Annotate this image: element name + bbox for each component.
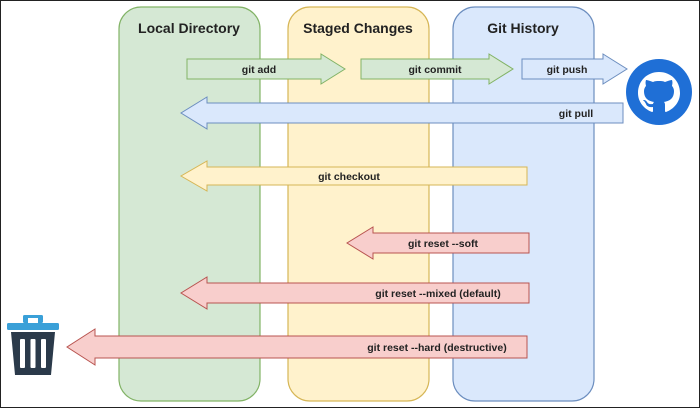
label-git-push: git push [547, 64, 588, 76]
label-git-checkout: git checkout [318, 171, 380, 183]
label-git-reset-soft: git reset --soft [408, 238, 479, 250]
label-git-reset-mixed: git reset --mixed (default) [375, 288, 500, 300]
column-title-staged-changes: Staged Changes [303, 20, 413, 36]
label-git-add: git add [242, 64, 276, 76]
arrow-git-pull [180, 96, 624, 130]
trash-icon [7, 315, 59, 375]
column-title-git-history: Git History [487, 20, 559, 36]
column-title-local-directory: Local Directory [138, 20, 240, 36]
arrow-git-reset-mixed [180, 276, 530, 310]
arrow-git-commit [360, 53, 514, 85]
arrow-git-add [186, 53, 346, 85]
github-icon [626, 59, 692, 125]
label-git-pull: git pull [559, 108, 593, 120]
label-git-reset-hard: git reset --hard (destructive) [367, 342, 506, 354]
arrow-git-reset-hard [66, 328, 528, 366]
arrow-git-push [521, 53, 628, 85]
label-git-commit: git commit [408, 64, 462, 76]
arrow-git-checkout [179, 160, 528, 192]
arrow-git-reset-soft [346, 226, 530, 260]
